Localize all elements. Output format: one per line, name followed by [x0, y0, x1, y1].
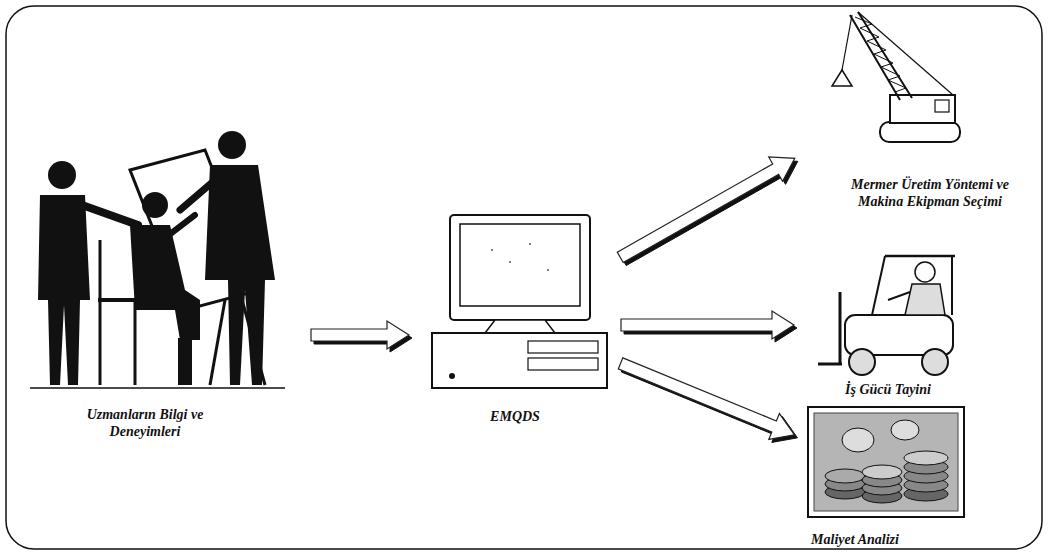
- crane-track: [880, 122, 960, 142]
- drive-slot: [528, 358, 598, 370]
- screen-dot: [529, 243, 531, 245]
- block-arrow: [311, 321, 412, 352]
- illustrated-node: Uzmanların Bilgi ve Deneyimleri: [25, 120, 305, 440]
- guard-post: [951, 256, 953, 315]
- crane-boom: [858, 12, 912, 98]
- person-body: [205, 165, 275, 385]
- picture-background: [814, 413, 958, 511]
- steering-arm: [888, 292, 910, 300]
- chair-leg: [134, 300, 137, 385]
- forklift-illustration: [818, 256, 955, 375]
- illustrated-node: Maliyet Analizi: [800, 400, 1000, 548]
- person-head: [48, 161, 76, 189]
- block-arrow: [621, 311, 797, 342]
- node-caption: EMQDS: [415, 408, 615, 425]
- screen-dot: [509, 261, 511, 263]
- computer-illustration: [432, 215, 607, 388]
- coins-illustration: [808, 407, 964, 517]
- coin-face: [891, 420, 919, 440]
- arrow-body: [621, 311, 794, 339]
- forklift-wheel: [849, 349, 875, 375]
- guard-post: [872, 256, 885, 315]
- screen-dot: [491, 249, 493, 251]
- coin: [904, 451, 948, 465]
- crane-illustration: [832, 12, 960, 142]
- hoist-cable: [842, 15, 852, 70]
- outer-frame: [6, 6, 1042, 549]
- block-arrow: [617, 157, 798, 266]
- overhead-guard: [885, 255, 955, 258]
- person-arm: [82, 205, 138, 225]
- person-head: [218, 131, 246, 159]
- forklift-mast: [839, 292, 842, 364]
- cab-window: [935, 100, 949, 112]
- floor-line: [30, 387, 285, 389]
- arrow-shadow: [620, 160, 798, 266]
- crane-hook: [832, 70, 852, 86]
- arrow-body: [617, 157, 795, 263]
- person-head: [142, 192, 168, 218]
- person-arm: [165, 215, 195, 238]
- screen-dot: [547, 269, 549, 271]
- driver-head: [915, 262, 935, 282]
- boom-lattice: [855, 17, 906, 92]
- forklift-wheel: [922, 349, 948, 375]
- board-leg: [210, 300, 225, 385]
- system-unit: [432, 333, 607, 388]
- picture-frame: [808, 407, 964, 517]
- arrow-shadow: [621, 361, 797, 443]
- node-caption: İş Gücü Tayini: [800, 381, 976, 398]
- arrow-shadow: [314, 324, 412, 352]
- person-body: [38, 195, 90, 385]
- coin: [825, 469, 865, 483]
- person-leg: [178, 338, 192, 385]
- node-caption: Maliyet Analizi: [800, 531, 910, 548]
- monitor-screen: [460, 224, 580, 306]
- arrow-shadow: [624, 314, 797, 342]
- arrow-body: [311, 321, 409, 349]
- crane-boom: [850, 15, 900, 100]
- illustrated-node: EMQDS: [415, 210, 615, 425]
- person-body: [130, 225, 200, 340]
- power-button: [449, 373, 455, 379]
- coin-face: [842, 428, 874, 452]
- node-caption: Mermer Üretim Yöntemi ve Makina Ekipman …: [840, 176, 1020, 210]
- drive-slot: [528, 341, 598, 353]
- monitor-frame: [450, 215, 590, 320]
- person-arm: [180, 180, 215, 210]
- illustrated-node: İş Gücü Tayini: [800, 250, 1040, 398]
- forklift-fork: [818, 363, 842, 366]
- monitor-stand: [485, 320, 555, 333]
- illustrated-node: Mermer Üretim Yöntemi ve Makina Ekipman …: [800, 5, 1040, 210]
- driver-body: [905, 284, 945, 315]
- arrow-body: [618, 358, 794, 440]
- block-arrow: [618, 358, 797, 443]
- crane-cable: [858, 12, 953, 95]
- chair-back: [99, 240, 102, 385]
- node-caption: Uzmanların Bilgi ve Deneyimleri: [75, 406, 215, 440]
- experts-illustration: [30, 131, 285, 388]
- coin: [862, 465, 902, 479]
